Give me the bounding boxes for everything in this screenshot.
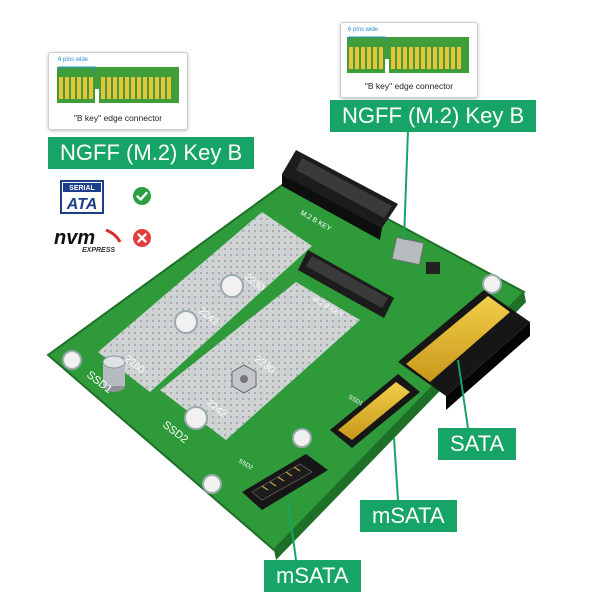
serial-ata-logo-main-text: ATA xyxy=(66,196,98,213)
nvme-logo-main-text: nvm xyxy=(54,227,95,249)
sata-connector xyxy=(398,290,530,410)
serial-ata-logo: SERIAL ATA xyxy=(60,180,104,214)
mount-hole-mid xyxy=(292,428,312,448)
pointer-msata-bottom xyxy=(287,499,297,561)
standoff-post xyxy=(102,355,126,392)
serial-ata-logo-top-text: SERIAL xyxy=(69,185,95,192)
inset-left-pins-label: 6 pins wide xyxy=(58,57,89,63)
m2-connector-top xyxy=(282,150,398,240)
label-ngff-right: NGFF (M.2) Key B xyxy=(330,100,537,132)
nvme-logo: nvm EXPRESS xyxy=(52,224,124,254)
check-circle-icon xyxy=(132,186,152,206)
label-msata-mid: mSATA xyxy=(360,500,457,532)
mount-hole-2242 xyxy=(174,310,198,334)
mount-hole-corner-left xyxy=(62,350,82,370)
inductor-chip xyxy=(391,236,425,266)
pointer-msata-mid xyxy=(393,437,399,501)
pointer-ngff-right xyxy=(403,129,409,241)
inset-left-caption: "B key" edge connector xyxy=(73,113,163,123)
msata-connector-bottom xyxy=(242,454,328,510)
inset-edge-connector-left: 6 pins wide "B key" edge connector xyxy=(48,52,188,130)
msata-connector-mid xyxy=(330,374,420,448)
cross-circle-icon xyxy=(132,228,152,248)
ssd2-bay-area xyxy=(160,282,360,440)
ic-chip xyxy=(426,262,440,274)
label-msata-bottom: mSATA xyxy=(264,560,361,592)
label-ngff-left: NGFF (M.2) Key B xyxy=(48,137,255,169)
inset-right-caption: "B key" edge connector xyxy=(364,81,454,91)
inset-edge-connector-right: 6 pins wide "B key" edge connector xyxy=(340,22,478,98)
pointer-sata xyxy=(457,359,469,429)
mount-hole-corner-right xyxy=(482,274,502,294)
m2-connector-lower xyxy=(298,250,394,318)
nvme-logo-sub-text: EXPRESS xyxy=(82,247,115,254)
mount-hole-corner-bottom xyxy=(202,474,222,494)
inset-right-pins-label: 6 pins wide xyxy=(348,27,379,33)
label-sata: SATA xyxy=(438,428,517,460)
ssd1-bay-area xyxy=(98,212,312,392)
mount-hole-2230 xyxy=(220,274,244,298)
mount-hole-2242-b xyxy=(184,406,208,430)
